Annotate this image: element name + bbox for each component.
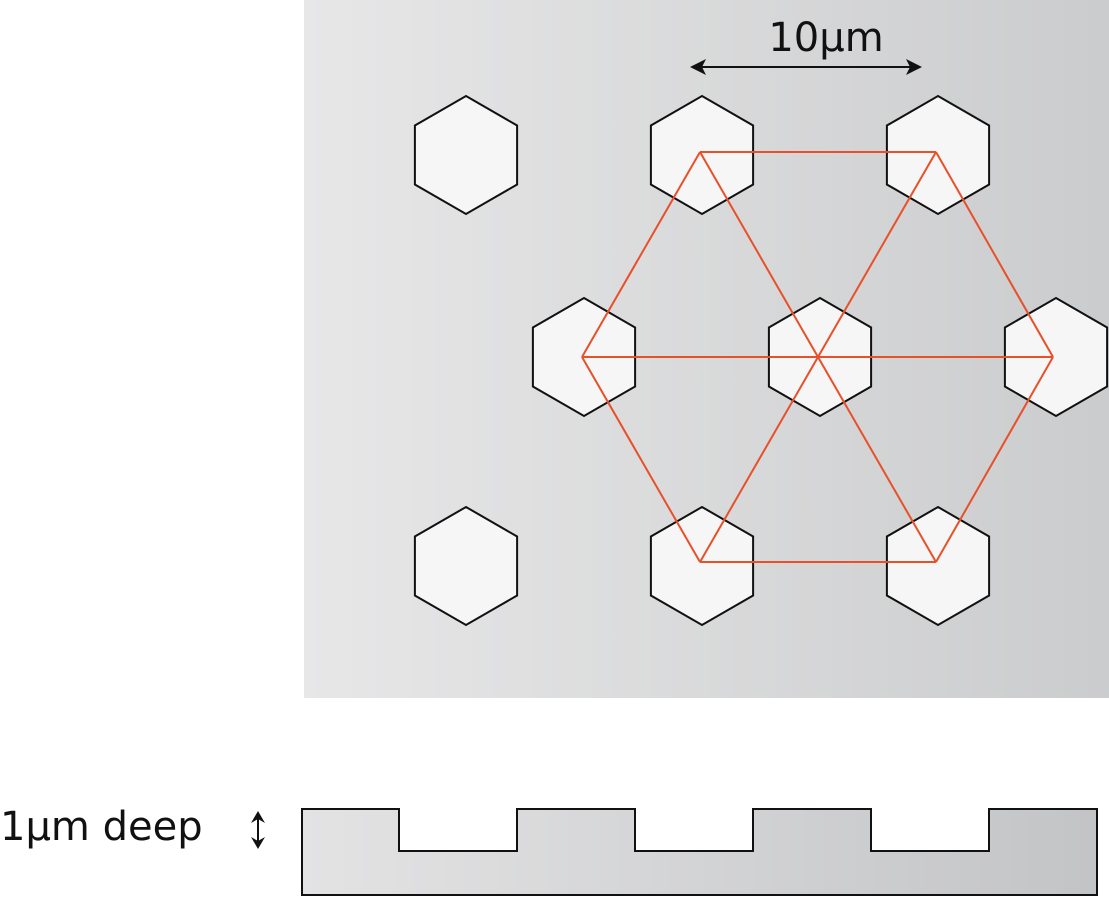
lattice-line-5 [581, 356, 701, 563]
lattice-line-2 [935, 151, 1054, 358]
hexagon-pillar-6 [1003, 296, 1109, 418]
lattice-lines [581, 151, 1054, 563]
hexagon-pillar-8 [649, 505, 755, 627]
hexagon-pillar-1 [413, 94, 519, 216]
hexagon-pillar-9 [885, 505, 991, 627]
spacing-label: 10µm [768, 15, 883, 61]
spacing-arrow-icon [690, 59, 922, 75]
depth-label: 1µm deep [0, 804, 203, 850]
depth-arrow-icon [251, 811, 265, 849]
lattice-line-6 [581, 151, 701, 358]
cross-section-profile [301, 808, 1098, 896]
lattice-line-3 [935, 356, 1054, 563]
hexagon-pillar-7 [413, 505, 519, 627]
